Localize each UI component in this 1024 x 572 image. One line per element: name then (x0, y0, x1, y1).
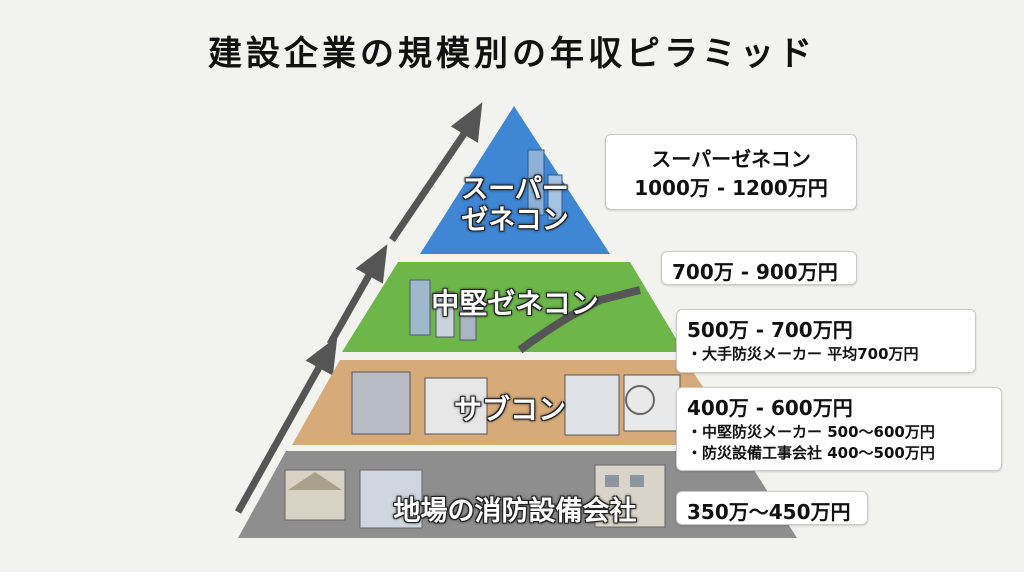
arrow-2 (326, 268, 376, 346)
tier-label-local: 地場の消防設備会社 (360, 496, 670, 527)
info-title: スーパーゼネコン (651, 147, 811, 171)
skyscraper-icon (547, 174, 563, 221)
info-range: 500万 - 700万円 (687, 318, 853, 342)
arrow-1 (234, 360, 326, 514)
info-bullet: ・大手防災メーカー 平均700万円 (687, 345, 919, 363)
tier-label-super: スーパー ゼネコン (430, 174, 600, 236)
road-icon (517, 286, 641, 354)
arrow-1-head (305, 336, 338, 376)
info-range: 350万〜450万円 (687, 500, 851, 524)
house-image-2 (359, 469, 423, 529)
panel-image-1 (351, 371, 411, 435)
tier-label-line: 地場の消防設備会社 (393, 496, 637, 527)
arrow-3 (389, 126, 471, 242)
machine-image-2 (424, 377, 488, 435)
skyscraper-icon (527, 149, 545, 216)
info-box-super: スーパーゼネコン 1000万 - 1200万円 (605, 134, 857, 210)
info-bullet: ・中堅防災メーカー 500〜600万円 (687, 423, 935, 441)
tier-label-mid: 中堅ゼネコン (400, 287, 630, 320)
tier-label-subcon: サブコン (420, 393, 600, 426)
info-box-mid: 700万 - 900万円 (661, 251, 857, 285)
building-window (630, 475, 644, 487)
ac-image-3 (564, 374, 620, 436)
info-range: 400万 - 600万円 (687, 396, 853, 420)
building-icon (459, 299, 477, 341)
house-roof-1 (288, 472, 342, 490)
tier-label-line: サブコン (453, 393, 566, 426)
info-range: 700万 - 900万円 (672, 260, 838, 284)
tier-label-line: 中堅ゼネコン (431, 287, 599, 320)
building-icon (409, 279, 431, 336)
info-bullet: ・防災設備工事会社 400〜500万円 (687, 444, 935, 462)
arrow-2-head (355, 244, 388, 284)
growth-arrows (234, 102, 483, 514)
info-box-local: 350万〜450万円 (676, 491, 868, 525)
building-window (605, 475, 619, 487)
ac-image-4 (623, 374, 681, 432)
info-box-subcon-bottom: 400万 - 600万円 ・中堅防災メーカー 500〜600万円 ・防災設備工事… (676, 387, 1002, 471)
info-range: 1000万 - 1200万円 (634, 176, 828, 200)
fan-icon (625, 385, 655, 415)
page-title: 建設企業の規模別の年収ピラミッド (208, 34, 816, 74)
arrow-3-head (450, 102, 483, 143)
info-box-subcon-top: 500万 - 700万円 ・大手防災メーカー 平均700万円 (676, 309, 976, 373)
tier-label-line: スーパー (461, 174, 569, 205)
tier-label-line: ゼネコン (461, 205, 569, 237)
building-icon (435, 291, 455, 338)
